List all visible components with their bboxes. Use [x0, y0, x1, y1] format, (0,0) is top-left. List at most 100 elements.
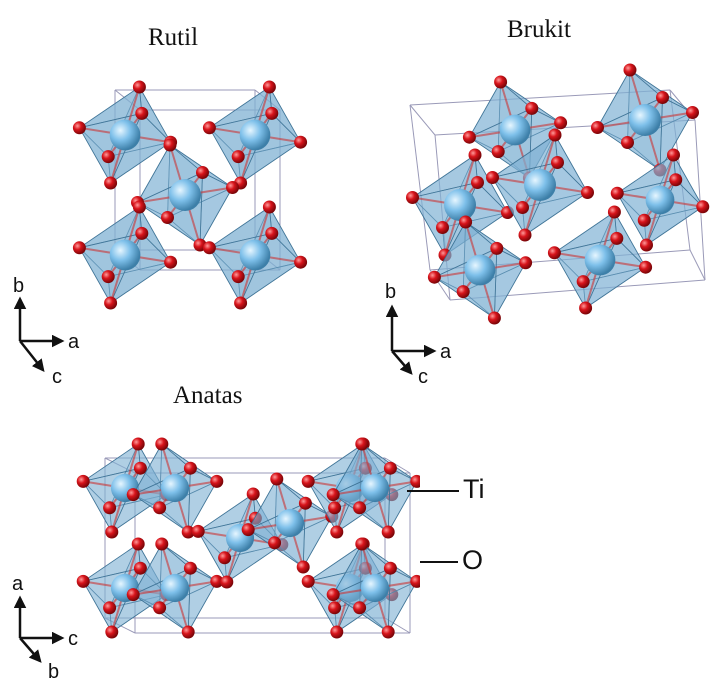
o-atom: [490, 241, 504, 255]
o-atom: [231, 150, 245, 164]
unit-cell-edge: [104, 617, 136, 634]
o-atom: [468, 148, 482, 162]
o-atom: [294, 135, 308, 149]
o-atom: [486, 171, 499, 184]
ti-atom: [239, 119, 271, 151]
o-atom: [226, 181, 239, 194]
o-atom: [640, 238, 653, 252]
o-atom: [381, 525, 395, 539]
octahedron: [202, 200, 308, 310]
axis-b-arrow: [19, 637, 42, 663]
o-atom: [696, 200, 710, 214]
ti-atom: [335, 573, 365, 603]
ti-atom: [499, 114, 531, 146]
o-atom: [265, 226, 279, 240]
o-atom: [487, 311, 501, 325]
o-atom: [131, 437, 145, 451]
o-atom: [133, 461, 147, 475]
axis-a-label: a: [68, 331, 80, 353]
o-atom: [579, 301, 593, 315]
octahedron: [131, 138, 239, 252]
o-atom: [383, 461, 397, 475]
o-atom: [104, 176, 118, 190]
unit-cell-edge: [409, 104, 436, 136]
o-atom: [525, 101, 539, 115]
o-atom: [547, 246, 561, 260]
o-atom: [126, 488, 140, 502]
o-atom: [621, 136, 634, 149]
axis-b-label: b: [385, 281, 396, 303]
octahedron: [126, 437, 224, 539]
o-atom: [355, 437, 369, 451]
octahedron: [326, 537, 420, 639]
o-atom: [436, 221, 449, 234]
o-atom: [262, 200, 276, 214]
o-atom: [155, 437, 169, 451]
o-atom: [246, 487, 260, 501]
ti-atom: [275, 508, 305, 538]
o-atom: [548, 128, 562, 142]
ti-atom: [335, 473, 365, 503]
o-atom: [554, 116, 568, 130]
rutile-title: Rutil: [148, 24, 199, 51]
anatase-title: Anatas: [173, 382, 243, 409]
o-atom: [669, 173, 683, 187]
o-atom: [294, 255, 308, 269]
o-atom: [656, 91, 669, 104]
o-atom: [459, 215, 473, 229]
o-atom: [581, 186, 594, 199]
o-label: O: [462, 545, 484, 575]
o-atom: [234, 296, 248, 310]
ti-atom: [444, 189, 476, 221]
o-atom: [381, 625, 395, 639]
o-atom: [210, 474, 224, 488]
o-atom: [330, 525, 344, 539]
o-atom: [202, 121, 216, 135]
ti-atom: [169, 179, 201, 211]
o-atom: [406, 191, 419, 204]
o-atom: [353, 501, 367, 515]
o-atom: [686, 106, 699, 119]
o-atom: [301, 574, 315, 588]
o-atom: [330, 625, 344, 639]
octahedron: [610, 148, 710, 252]
o-atom: [103, 601, 117, 615]
axis-c-label: c: [52, 366, 62, 385]
brookite-title: Brukit: [507, 16, 571, 43]
o-atom: [591, 121, 604, 134]
ti-atom: [464, 254, 496, 286]
o-atom: [210, 574, 224, 588]
o-atom: [103, 501, 117, 515]
ti-atom: [160, 473, 190, 503]
o-atom: [155, 537, 169, 551]
unit-cell-edge: [384, 617, 411, 634]
o-atom: [181, 525, 195, 539]
o-atom: [183, 561, 197, 575]
o-atom: [265, 106, 279, 120]
ti-atom: [360, 473, 390, 503]
o-atom: [328, 601, 342, 615]
o-atom: [132, 80, 146, 94]
o-atom: [153, 601, 167, 615]
o-atom: [161, 211, 174, 224]
axis-b-label: b: [48, 661, 59, 682]
o-atom: [639, 260, 653, 274]
octahedron: [547, 205, 653, 315]
octahedron: [486, 128, 594, 242]
o-atom: [218, 551, 232, 565]
ti-label: Ti: [463, 474, 485, 504]
o-atom: [516, 201, 529, 214]
ti-atom: [239, 239, 271, 271]
o-atom: [202, 241, 216, 255]
o-atom: [268, 536, 282, 550]
o-leader-line: [420, 561, 458, 563]
axis-c-label: c: [418, 366, 428, 385]
o-atom: [101, 270, 115, 284]
o-atom: [383, 561, 397, 575]
o-atom: [76, 574, 90, 588]
ti-atom: [109, 119, 141, 151]
o-atom: [456, 285, 470, 299]
o-atom: [135, 226, 149, 240]
ti-atom: [584, 244, 616, 276]
o-atom: [610, 231, 624, 245]
